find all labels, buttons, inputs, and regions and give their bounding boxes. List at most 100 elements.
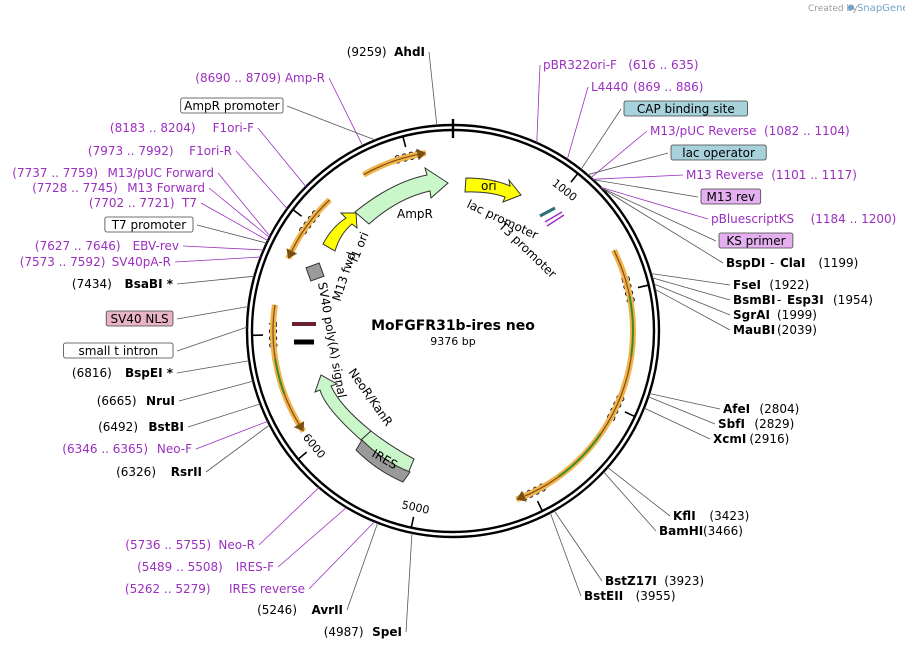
feature-m13fwd: M13 fwd bbox=[305, 250, 359, 303]
site-position: (6326) bbox=[116, 465, 156, 479]
primer-name: M13 Reverse bbox=[686, 168, 764, 182]
ampr-label: AmpR bbox=[397, 207, 433, 221]
leader-line bbox=[308, 521, 375, 590]
primer-position: (8690 .. 8709) bbox=[195, 71, 281, 85]
site-name: BsaBI * bbox=[125, 277, 174, 291]
primer-position: (7728 .. 7745) bbox=[32, 181, 118, 195]
leader-line bbox=[328, 77, 364, 147]
leader-line bbox=[649, 393, 721, 410]
site-position: (2916) bbox=[749, 432, 789, 446]
orf-arrowhead bbox=[293, 421, 305, 432]
site-name: SgrAI bbox=[733, 308, 770, 322]
feature-label: KS primer bbox=[726, 234, 785, 248]
m13fwd-label: M13 fwd bbox=[330, 250, 359, 303]
site-name-alt: ClaI bbox=[780, 256, 805, 270]
primer-position: (869 .. 886) bbox=[633, 80, 703, 94]
site-name: AvrII bbox=[311, 603, 343, 617]
credit-prefix: Created by bbox=[808, 4, 858, 14]
leader-line bbox=[653, 283, 731, 316]
primer-position: (7573 .. 7592) bbox=[20, 255, 106, 269]
primer-position: (5489 .. 5508) bbox=[137, 560, 223, 574]
primer-position: (6346 .. 6365) bbox=[62, 442, 148, 456]
leader-line bbox=[428, 51, 438, 126]
site-name-alt: Esp3I bbox=[787, 293, 824, 307]
site-position: (6665) bbox=[97, 394, 137, 408]
label-box bbox=[670, 144, 767, 161]
primer-position: (7627 .. 7646) bbox=[35, 239, 121, 253]
snapgene-logo-icon bbox=[848, 4, 854, 11]
leader-line bbox=[176, 306, 249, 320]
leader-line bbox=[590, 130, 648, 179]
site-name: AhdI bbox=[394, 45, 425, 59]
label-box bbox=[623, 100, 748, 117]
green-segment bbox=[274, 358, 286, 395]
leader-line bbox=[257, 127, 307, 187]
leader-line bbox=[405, 532, 413, 633]
leader-line bbox=[200, 202, 269, 241]
leader-line bbox=[217, 172, 271, 237]
primer-name: SV40pA-R bbox=[112, 255, 171, 269]
site-name: SbfI bbox=[718, 417, 745, 431]
leader-line bbox=[176, 360, 250, 374]
leader-line bbox=[566, 86, 589, 160]
tick-mark bbox=[410, 516, 415, 528]
primer-name: F1ori-F bbox=[213, 121, 254, 135]
label-box bbox=[718, 232, 794, 249]
tick-mark bbox=[570, 172, 579, 183]
site-position: (9259) bbox=[347, 45, 387, 59]
orf-arrow-core bbox=[516, 250, 634, 500]
site-position: (4987) bbox=[324, 625, 364, 639]
tick-mark bbox=[292, 208, 303, 217]
feature-label: SV40 NLS bbox=[110, 312, 168, 326]
site-name: BamHI bbox=[659, 524, 703, 538]
feature-label: CAP binding site bbox=[637, 102, 735, 116]
primer-position: (7737 .. 7759) bbox=[12, 166, 98, 180]
orf-arrowhead bbox=[416, 148, 426, 161]
site-position: (2829) bbox=[754, 417, 794, 431]
primer-position: (1082 .. 1104) bbox=[764, 124, 850, 138]
leader-line bbox=[235, 150, 288, 210]
site-position: (2804) bbox=[759, 402, 799, 416]
leader-line bbox=[592, 179, 699, 198]
leader-line bbox=[654, 288, 731, 331]
leader-line bbox=[600, 186, 709, 220]
site-position: (7434) bbox=[72, 277, 112, 291]
tick-label: 6000 bbox=[300, 431, 328, 461]
primer-name: L4440 bbox=[591, 80, 628, 94]
site-name: KflI bbox=[673, 509, 696, 523]
label-box bbox=[700, 188, 762, 205]
primer-name: EBV-rev bbox=[133, 239, 179, 253]
site-name: BspDI bbox=[726, 256, 765, 270]
orf-arrows bbox=[270, 148, 636, 503]
annotation-labels: AhdI(9259)Amp-R(8690 .. 8709)AmpR promot… bbox=[12, 45, 896, 639]
leader-line bbox=[346, 522, 379, 611]
primer-name: IRES-F bbox=[236, 560, 274, 574]
primer-name: M13/pUC Forward bbox=[107, 166, 214, 180]
leader-line bbox=[286, 105, 376, 141]
label-leaders bbox=[174, 51, 731, 633]
primer-name: pBluescriptKS bbox=[711, 212, 794, 226]
site-position: (6492) bbox=[98, 420, 138, 434]
leader-line bbox=[587, 152, 669, 176]
plasmid-size: 9376 bp bbox=[430, 335, 475, 348]
leader-line bbox=[176, 275, 255, 285]
primer-position: (8183 .. 8204) bbox=[110, 121, 196, 135]
site-position: (1922) bbox=[769, 278, 809, 292]
feature-ori: ori bbox=[464, 177, 522, 203]
site-separator: - bbox=[770, 256, 774, 270]
tick-mark bbox=[624, 411, 636, 418]
leader-line bbox=[592, 174, 684, 180]
feature-label: M13 rev bbox=[707, 190, 756, 204]
feature-label: AmpR promoter bbox=[184, 99, 279, 113]
leader-line bbox=[549, 512, 582, 597]
primer-name: T7 bbox=[181, 196, 197, 210]
label-box bbox=[105, 310, 174, 327]
leader-line bbox=[553, 510, 603, 582]
site-position: (1999) bbox=[777, 308, 817, 322]
site-name: FseI bbox=[733, 278, 761, 292]
site-position: (3466) bbox=[703, 524, 743, 538]
site-position: (5246) bbox=[257, 603, 297, 617]
site-name: SpeI bbox=[372, 625, 402, 639]
leader-line bbox=[603, 471, 657, 532]
site-name: BstZ17I bbox=[605, 574, 657, 588]
